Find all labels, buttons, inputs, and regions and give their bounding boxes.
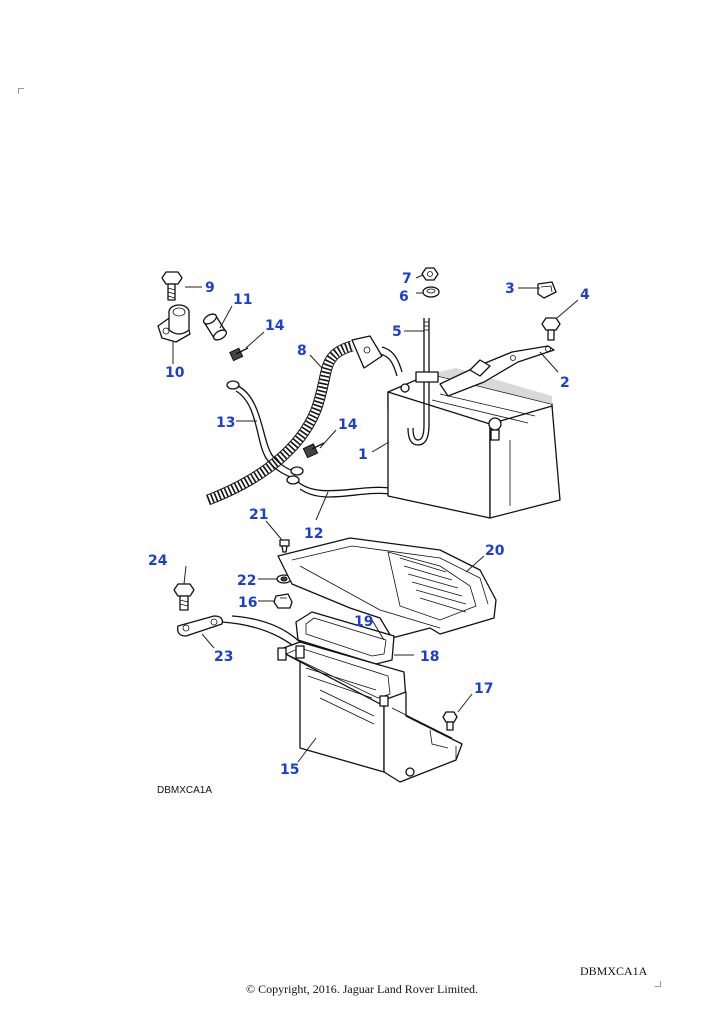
part-11-sleeve	[202, 313, 228, 341]
callout-18: 18	[420, 649, 439, 665]
callout-11: 11	[233, 292, 252, 308]
crop-mark-top-left	[18, 88, 24, 94]
part-3-clip	[537, 281, 557, 299]
callout-5: 5	[392, 324, 402, 340]
callout-24: 24	[148, 553, 168, 569]
callout-13: 13	[216, 415, 235, 431]
callout-1: 1	[358, 447, 368, 463]
part-8-harness	[206, 335, 403, 506]
part-24-bolt	[173, 583, 195, 611]
part-6-washer	[422, 286, 440, 298]
callout-9: 9	[205, 280, 215, 296]
callout-6: 6	[399, 289, 409, 305]
callout-19: 19	[354, 614, 373, 630]
part-13-cable	[226, 380, 304, 479]
callout-20: 20	[485, 543, 505, 559]
callout-10: 10	[165, 365, 185, 381]
callout-16: 16	[238, 595, 257, 611]
callout-17: 17	[474, 681, 493, 697]
leader-lines	[172, 274, 579, 763]
copyright-notice: © Copyright, 2016. Jaguar Land Rover Lim…	[245, 982, 479, 996]
callout-23: 23	[214, 649, 233, 665]
part-14-screw-upper	[229, 347, 249, 362]
part-15-tray	[277, 641, 463, 783]
reference-code: DBMXCA1A	[580, 964, 648, 978]
part-10-clamp	[157, 304, 191, 343]
callout-3: 3	[505, 281, 515, 297]
callout-14-upper: 14	[265, 318, 285, 334]
part-1-battery	[387, 368, 561, 519]
callout-2: 2	[560, 375, 570, 391]
part-17-bolt	[442, 711, 458, 731]
part-21-rivet	[279, 539, 290, 553]
part-4-bolt	[541, 317, 561, 341]
callout-12: 12	[304, 526, 323, 542]
callout-4: 4	[580, 287, 590, 303]
part-7-nut	[421, 267, 439, 281]
callouts: 1 2 3 4 5 6 7 8 9 10 11 12 13 14 14 15 1…	[148, 271, 590, 778]
part-20-cover	[277, 537, 497, 639]
part-5-rod	[407, 318, 439, 446]
part-16-clip	[273, 593, 293, 609]
part-2-bracket	[439, 345, 555, 397]
callout-22: 22	[237, 573, 256, 589]
part-23-strap	[177, 615, 303, 649]
callout-21: 21	[249, 507, 268, 523]
callout-15: 15	[280, 762, 299, 778]
callout-7: 7	[402, 271, 412, 287]
illustration-code: DBMXCA1A	[157, 785, 213, 796]
part-14-screw-lower	[302, 442, 325, 459]
callout-14-lower: 14	[338, 417, 358, 433]
crop-mark-bottom-right	[655, 981, 661, 987]
callout-8: 8	[297, 343, 307, 359]
part-9-bolt	[161, 271, 183, 301]
part-19-frame	[295, 611, 395, 665]
